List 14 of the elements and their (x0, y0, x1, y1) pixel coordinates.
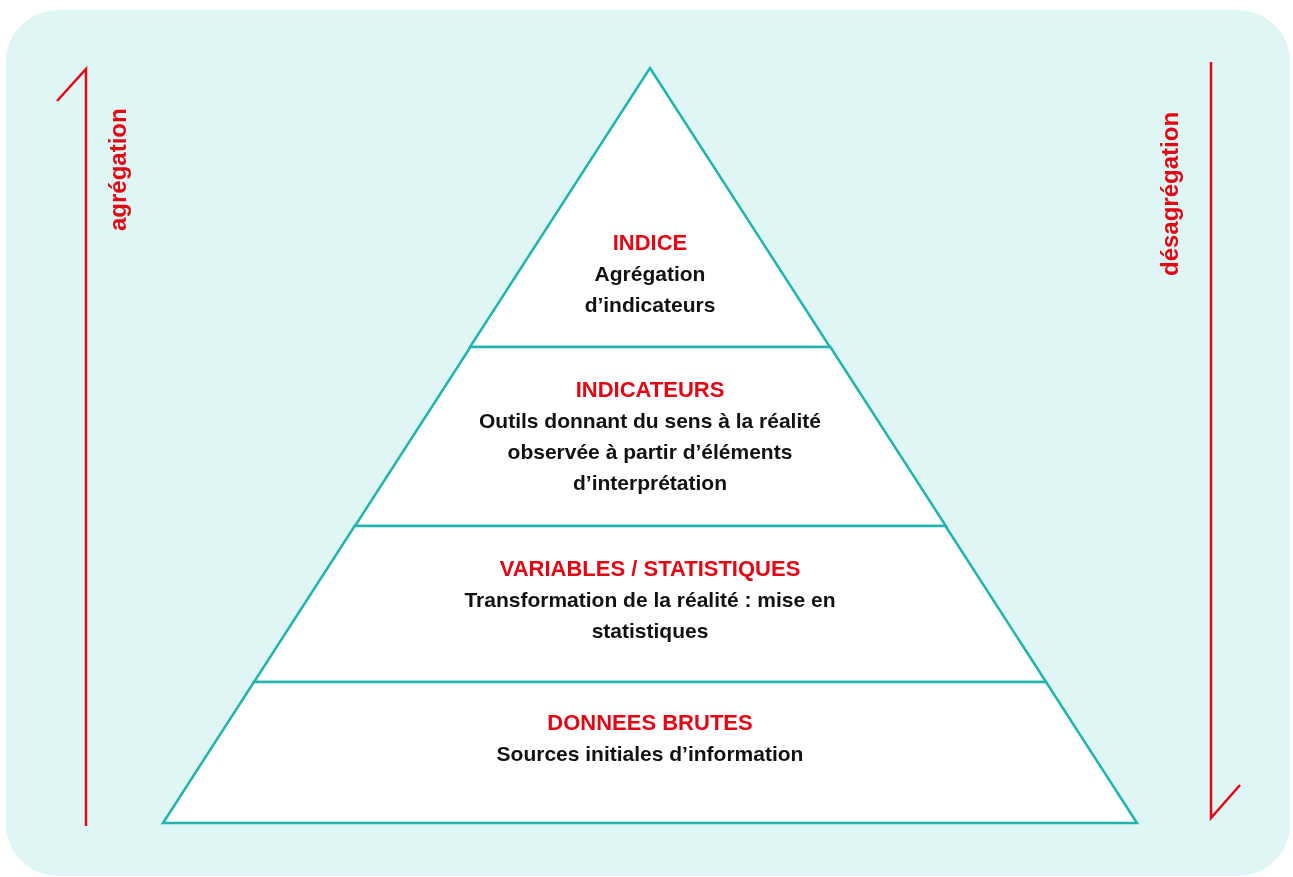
pyramid-tier (163, 682, 1137, 823)
tier-description: Sources initiales d’information (496, 741, 804, 767)
direction-label: agrégation (104, 108, 132, 231)
tier-description: Agrégation d’indicateurs (583, 261, 717, 318)
tier-title: DONNEES BRUTES (547, 709, 753, 737)
tier-title: VARIABLES / STATISTIQUES (499, 555, 801, 583)
pyramid-apex-triangle (470, 68, 830, 347)
tier-title: INDICATEURS (575, 376, 725, 404)
tier-description: Outils donnant du sens à la réalité observée à partir d’éléments d’interprétation (478, 408, 822, 496)
direction-label: désagrégation (1156, 111, 1184, 276)
tier-title: INDICE (612, 229, 688, 257)
pyramid-tier (253, 526, 1047, 682)
tier-description: Transformation de la réalité : mise en statistiques (463, 587, 837, 644)
pyramid-tier (354, 347, 946, 526)
